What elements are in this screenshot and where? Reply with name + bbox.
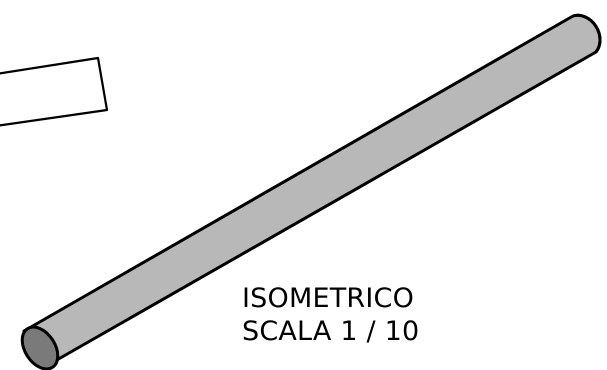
drawing-title-block: ISOMETRICO SCALA 1 / 10 bbox=[242, 282, 419, 348]
view-label: ISOMETRICO bbox=[242, 283, 415, 314]
cylindrical-rod bbox=[20, 13, 602, 370]
partial-view-frame bbox=[0, 56, 109, 127]
rod-end-cap bbox=[20, 325, 60, 370]
rod-far-end-edge bbox=[572, 13, 602, 53]
scale-label: SCALA 1 / 10 bbox=[242, 316, 420, 347]
